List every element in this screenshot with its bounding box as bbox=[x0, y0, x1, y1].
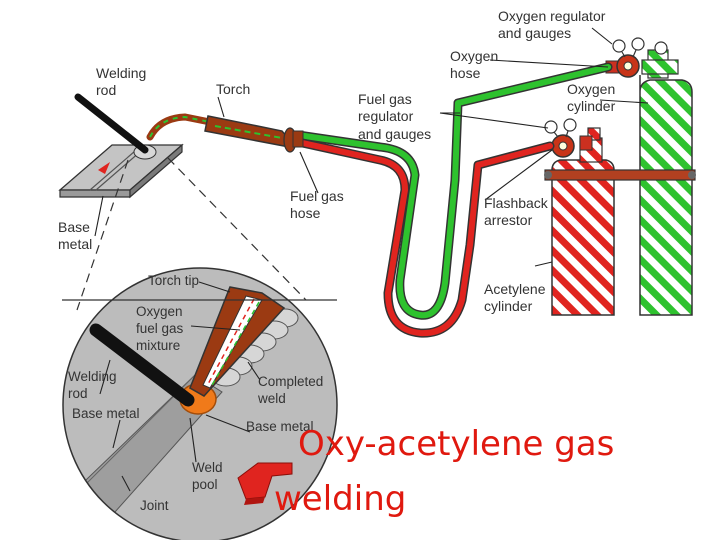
label-flashback-arrestor-1: Flashback bbox=[484, 195, 549, 211]
base-metal-plate bbox=[58, 143, 184, 199]
label-oxygen-hose-2: hose bbox=[450, 65, 481, 81]
label-oxygen-fuel-mixture-1: Oxygen bbox=[136, 304, 183, 319]
title-line-2: welding bbox=[274, 479, 406, 519]
label-oxygen-fuel-mixture-2: fuel gas bbox=[136, 321, 184, 336]
fuel-gas-hose bbox=[293, 137, 555, 338]
oxygen-cylinder bbox=[639, 41, 693, 316]
label-welding-rod-top-2: rod bbox=[96, 82, 116, 98]
label-welding-rod-top-1: Welding bbox=[96, 65, 146, 81]
label-base-metal-inset-left: Base metal bbox=[72, 406, 140, 421]
label-acetylene-cylinder-2: cylinder bbox=[484, 298, 533, 314]
label-torch-tip: Torch tip bbox=[148, 273, 199, 288]
torch bbox=[146, 113, 304, 153]
label-base-metal-top-2: metal bbox=[58, 236, 92, 252]
label-joint: Joint bbox=[140, 498, 169, 513]
welding-rod-top bbox=[74, 93, 149, 154]
label-fuel-gas-regulator-1: Fuel gas bbox=[358, 91, 412, 107]
label-flashback-arrestor-2: arrestor bbox=[484, 212, 533, 228]
label-completed-weld-1: Completed bbox=[258, 374, 323, 389]
welding-rod-inset bbox=[89, 323, 195, 407]
label-fuel-gas-regulator-2: regulator bbox=[358, 108, 414, 124]
label-oxygen-cylinder-2: cylinder bbox=[567, 98, 616, 114]
pointer-hand-icon bbox=[237, 462, 293, 505]
label-weld-pool-2: pool bbox=[192, 477, 218, 492]
label-weld-pool-1: Weld bbox=[192, 460, 223, 475]
fuel-gas-regulator-gauge bbox=[544, 118, 593, 158]
label-oxygen-regulator-2: and gauges bbox=[498, 25, 571, 41]
leader-lines bbox=[94, 27, 649, 492]
label-welding-rod-inset-2: rod bbox=[68, 386, 88, 401]
strap-bolt-right bbox=[688, 171, 696, 179]
label-base-metal-top-1: Base bbox=[58, 219, 90, 235]
label-oxygen-hose-1: Oxygen bbox=[450, 48, 498, 64]
label-fuel-gas-regulator-3: and gauges bbox=[358, 126, 431, 142]
oxygen-hose bbox=[293, 62, 613, 320]
label-oxygen-cylinder-1: Oxygen bbox=[567, 81, 615, 97]
strap-bolt-left bbox=[544, 171, 552, 179]
torch-tip bbox=[189, 286, 286, 397]
label-base-metal-inset-right: Base metal bbox=[246, 419, 314, 434]
inset-guide-right bbox=[167, 157, 307, 301]
label-fuel-gas-hose-2: hose bbox=[290, 205, 321, 221]
title-line-1: Oxy-acetylene gas bbox=[298, 424, 614, 464]
oxygen-regulator-gauge bbox=[605, 37, 645, 78]
cylinder-strap bbox=[544, 169, 696, 181]
label-oxygen-fuel-mixture-3: mixture bbox=[136, 338, 180, 353]
label-acetylene-cylinder-1: Acetylene bbox=[484, 281, 546, 297]
inset-guide-left bbox=[76, 159, 129, 311]
label-torch: Torch bbox=[216, 81, 250, 97]
label-fuel-gas-hose-1: Fuel gas bbox=[290, 188, 344, 204]
label-welding-rod-inset-1: Welding bbox=[68, 369, 117, 384]
label-oxygen-regulator-1: Oxygen regulator bbox=[498, 8, 606, 24]
label-completed-weld-2: weld bbox=[257, 391, 286, 406]
